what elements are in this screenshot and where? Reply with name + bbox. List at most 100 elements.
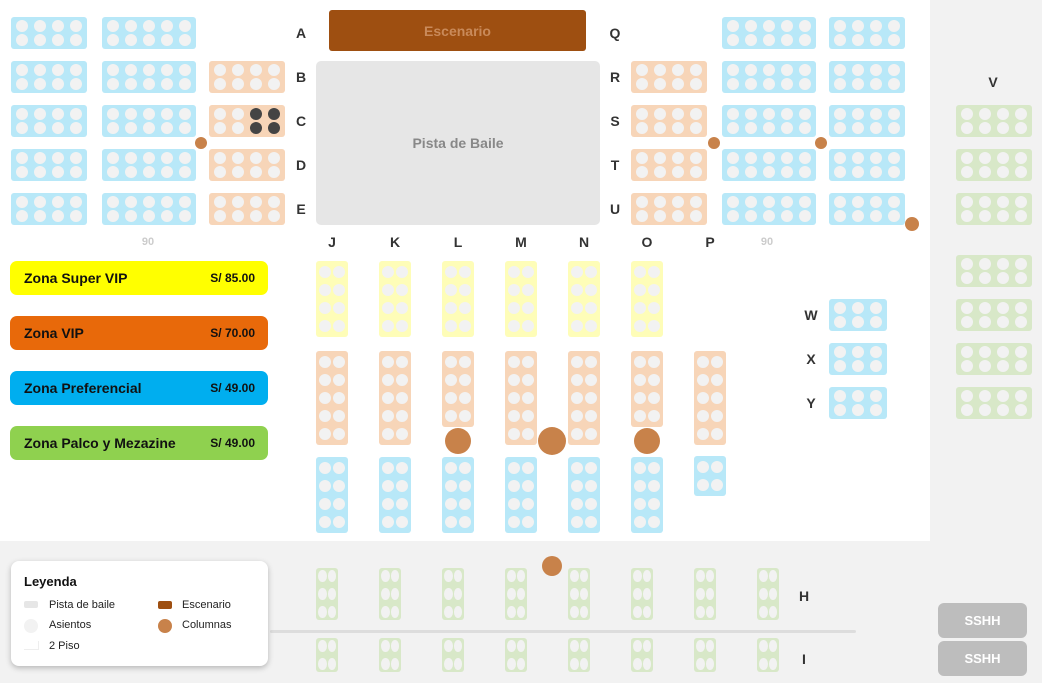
- seat[interactable]: [516, 640, 525, 652]
- seat[interactable]: [382, 374, 394, 386]
- seat[interactable]: [585, 302, 597, 314]
- seat[interactable]: [250, 78, 262, 90]
- seat[interactable]: [768, 658, 777, 670]
- seat[interactable]: [834, 360, 846, 372]
- seat[interactable]: [508, 356, 520, 368]
- seat[interactable]: [70, 166, 82, 178]
- seat[interactable]: [333, 266, 345, 278]
- seat[interactable]: [888, 196, 900, 208]
- seat[interactable]: [870, 166, 882, 178]
- seat[interactable]: [834, 34, 846, 46]
- seat[interactable]: [633, 588, 642, 600]
- seat[interactable]: [672, 166, 684, 178]
- seat[interactable]: [997, 196, 1009, 208]
- seat[interactable]: [727, 210, 739, 222]
- seat[interactable]: [382, 392, 394, 404]
- seat[interactable]: [459, 410, 471, 422]
- restroom-button[interactable]: SSHH: [938, 603, 1027, 638]
- seat[interactable]: [508, 392, 520, 404]
- seat[interactable]: [870, 360, 882, 372]
- seat[interactable]: [768, 570, 777, 582]
- seat[interactable]: [396, 462, 408, 474]
- seat[interactable]: [333, 374, 345, 386]
- seat[interactable]: [727, 122, 739, 134]
- seat[interactable]: [585, 410, 597, 422]
- seat[interactable]: [571, 284, 583, 296]
- seat[interactable]: [961, 272, 973, 284]
- seat[interactable]: [852, 360, 864, 372]
- seat[interactable]: [727, 196, 739, 208]
- seat[interactable]: [214, 166, 226, 178]
- seat[interactable]: [250, 152, 262, 164]
- seat[interactable]: [648, 302, 660, 314]
- seat[interactable]: [654, 64, 666, 76]
- seat[interactable]: [143, 34, 155, 46]
- seat[interactable]: [634, 374, 646, 386]
- seat[interactable]: [648, 266, 660, 278]
- seat[interactable]: [508, 302, 520, 314]
- seat[interactable]: [143, 152, 155, 164]
- seat[interactable]: [52, 210, 64, 222]
- seat[interactable]: [979, 404, 991, 416]
- seat[interactable]: [70, 108, 82, 120]
- seat[interactable]: [648, 392, 660, 404]
- seat[interactable]: [763, 108, 775, 120]
- seat[interactable]: [16, 196, 28, 208]
- seat[interactable]: [781, 152, 793, 164]
- seat[interactable]: [232, 122, 244, 134]
- seat[interactable]: [654, 78, 666, 90]
- seat[interactable]: [888, 78, 900, 90]
- seat[interactable]: [852, 64, 864, 76]
- seat[interactable]: [759, 606, 768, 618]
- seat[interactable]: [690, 78, 702, 90]
- seat[interactable]: [571, 462, 583, 474]
- seat[interactable]: [1015, 152, 1027, 164]
- seat[interactable]: [696, 658, 705, 670]
- seat[interactable]: [107, 210, 119, 222]
- seat[interactable]: [834, 346, 846, 358]
- seat[interactable]: [852, 34, 864, 46]
- seat[interactable]: [232, 108, 244, 120]
- seat[interactable]: [690, 210, 702, 222]
- seat[interactable]: [250, 166, 262, 178]
- seat[interactable]: [759, 658, 768, 670]
- seat[interactable]: [143, 166, 155, 178]
- seat[interactable]: [834, 404, 846, 416]
- seat[interactable]: [16, 34, 28, 46]
- seat[interactable]: [453, 640, 462, 652]
- seat[interactable]: [781, 78, 793, 90]
- seat[interactable]: [52, 166, 64, 178]
- seat[interactable]: [870, 20, 882, 32]
- seat[interactable]: [696, 570, 705, 582]
- seat[interactable]: [319, 516, 331, 528]
- seat[interactable]: [1015, 108, 1027, 120]
- seat[interactable]: [34, 20, 46, 32]
- seat[interactable]: [870, 390, 882, 402]
- seat[interactable]: [333, 392, 345, 404]
- seat[interactable]: [636, 108, 648, 120]
- seat[interactable]: [633, 640, 642, 652]
- seat[interactable]: [570, 640, 579, 652]
- seat[interactable]: [711, 374, 723, 386]
- seat[interactable]: [570, 606, 579, 618]
- seat[interactable]: [52, 152, 64, 164]
- seat[interactable]: [654, 166, 666, 178]
- seat[interactable]: [745, 166, 757, 178]
- seat[interactable]: [34, 64, 46, 76]
- seat[interactable]: [636, 152, 648, 164]
- seat[interactable]: [319, 392, 331, 404]
- seat[interactable]: [781, 166, 793, 178]
- seat[interactable]: [179, 210, 191, 222]
- seat[interactable]: [16, 108, 28, 120]
- seat[interactable]: [571, 410, 583, 422]
- seat[interactable]: [16, 166, 28, 178]
- seat[interactable]: [445, 392, 457, 404]
- seat[interactable]: [508, 374, 520, 386]
- seat[interactable]: [445, 284, 457, 296]
- seat[interactable]: [516, 570, 525, 582]
- seat[interactable]: [759, 588, 768, 600]
- seat[interactable]: [571, 266, 583, 278]
- seat[interactable]: [852, 152, 864, 164]
